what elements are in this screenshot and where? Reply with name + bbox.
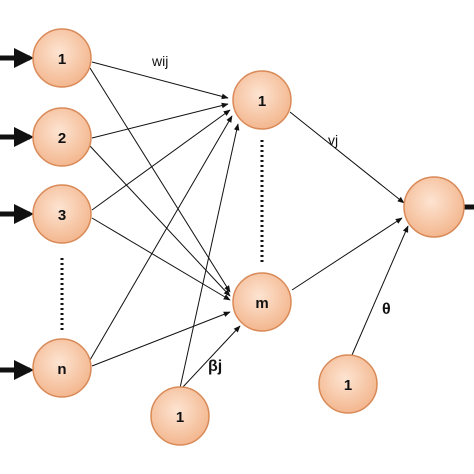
- input-node-n-label: n: [57, 361, 66, 378]
- input-node-2: 2: [32, 107, 92, 167]
- bias-label-theta: θ: [382, 301, 391, 318]
- edge-bias-out: [351, 225, 409, 356]
- edge-hm-out: [291, 217, 403, 291]
- bias-hidden-connections: [179, 123, 241, 389]
- hidden-node-m: m: [232, 272, 292, 332]
- bias-hidden-node-label: 1: [176, 409, 184, 426]
- input-node-n: n: [32, 338, 92, 398]
- edge-h1-out: [289, 111, 405, 204]
- input-node-1-label: 1: [58, 51, 66, 68]
- input-hidden-connections: [89, 61, 233, 367]
- bias-hidden-node: 1: [150, 386, 210, 446]
- edge-i1-h1: [91, 61, 229, 100]
- edge-bias-hm: [181, 325, 241, 389]
- input-node-3: 3: [32, 184, 92, 244]
- hidden-output-connections: [289, 111, 409, 356]
- bias-label-beta: βj: [208, 358, 222, 375]
- weight-label-wij: wij: [151, 53, 168, 69]
- input-node-1: 1: [32, 28, 92, 88]
- edge-in-hm: [91, 311, 231, 367]
- edge-i2-hm: [89, 145, 231, 297]
- edge-i3-h1: [91, 109, 231, 211]
- bias-output-node: 1: [318, 354, 378, 414]
- input-arrows: [0, 48, 34, 380]
- edge-in-h1: [89, 115, 233, 361]
- weight-label-vj: vj: [328, 132, 338, 148]
- edge-i2-h1: [91, 102, 229, 139]
- hidden-layer: 1 m: [232, 70, 292, 332]
- input-layer: 1 2 3 n: [32, 28, 92, 398]
- input-node-2-label: 2: [58, 130, 66, 147]
- edge-i3-hm: [91, 217, 231, 301]
- input-node-3-label: 3: [58, 207, 66, 224]
- hidden-node-1: 1: [232, 70, 292, 130]
- hidden-node-m-label: m: [255, 295, 268, 312]
- bias-output-node-label: 1: [344, 377, 352, 394]
- edge-bias-h1: [179, 123, 240, 389]
- hidden-node-1-label: 1: [258, 93, 266, 110]
- output-node: [403, 176, 465, 238]
- edge-i1-hm: [89, 67, 231, 293]
